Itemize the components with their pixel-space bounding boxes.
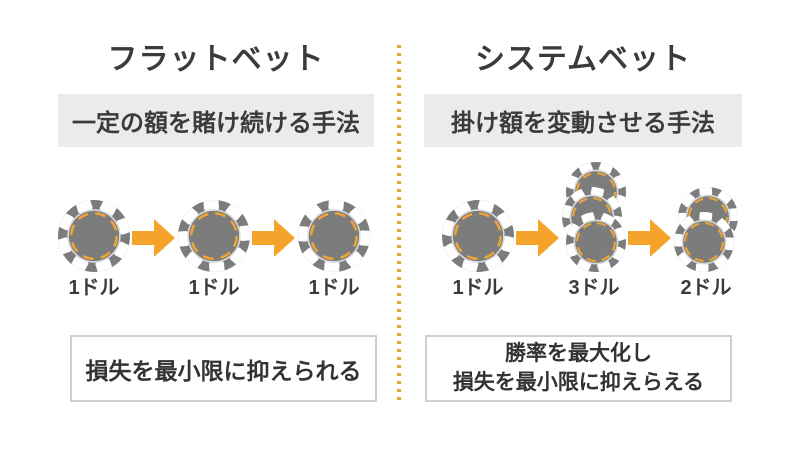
flat-bet-title: フラットベット (107, 43, 325, 76)
bet-step: 1ドル (56, 198, 132, 300)
system-bet-sequence: 1ドル 3ドル 2ドル (440, 160, 740, 300)
bet-amount-label: 2ドル (680, 277, 732, 299)
system-bet-note: 勝率を最大化し損失を最小限に抑えらえる (425, 335, 732, 402)
bet-step: 2ドル (672, 185, 740, 300)
system-bet-subtitle: 掛け額を変動させる手法 (424, 94, 742, 147)
chip-stack-icon (298, 200, 370, 272)
bet-step: 1ドル (440, 198, 516, 300)
arrow-right-icon (516, 219, 559, 257)
bet-step: 3ドル (560, 160, 628, 300)
bet-amount-label: 1ドル (452, 277, 504, 299)
dotted-divider (397, 45, 401, 405)
flat-bet-note: 損失を最小限に抑えられる (70, 335, 377, 402)
bet-amount-label: 1ドル (308, 277, 360, 299)
note-line: 損失を最小限に抑えらえる (452, 370, 705, 394)
flat-bet-sequence: 1ドル 1ドル 1ドル (56, 198, 372, 300)
bet-amount-label: 1ドル (188, 277, 240, 299)
chip-stack-icon (562, 162, 626, 272)
chip-stack-icon (58, 200, 130, 272)
bet-amount-label: 1ドル (68, 277, 120, 299)
bet-step: 1ドル (176, 198, 252, 300)
bet-amount-label: 3ドル (568, 277, 620, 299)
bet-step: 1ドル (296, 198, 372, 300)
arrow-right-icon (628, 219, 671, 257)
flat-bet-subtitle: 一定の額を賭け続ける手法 (58, 94, 374, 147)
note-line: 勝率を最大化し (505, 342, 652, 366)
chip-stack-icon (674, 187, 738, 272)
arrow-right-icon (252, 219, 295, 257)
chip-stack-icon (178, 200, 250, 272)
chip-stack-icon (442, 200, 514, 272)
arrow-right-icon (132, 219, 175, 257)
system-bet-title: システムベット (474, 43, 692, 76)
note-line: 損失を最小限に抑えられる (85, 357, 362, 384)
